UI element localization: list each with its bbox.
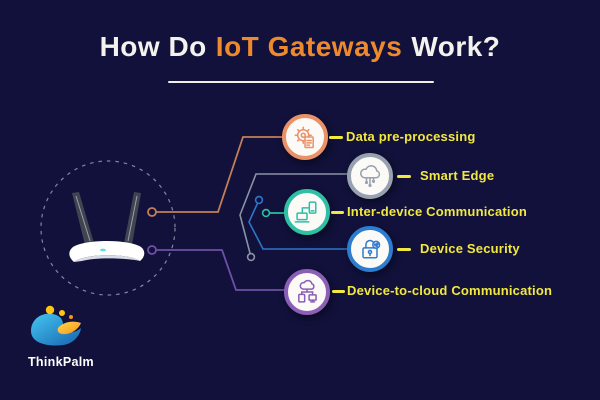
label-dash — [397, 175, 411, 178]
item-label-device-security: Device Security — [420, 241, 520, 256]
title-highlight: IoT Gateways — [215, 31, 403, 62]
item-node-smart-edge — [347, 153, 393, 199]
router-port-ring-bottom — [147, 245, 157, 255]
router-led — [100, 248, 106, 252]
item-label-smart-edge: Smart Edge — [420, 168, 495, 183]
wire-smart-edge — [239, 173, 368, 258]
wire-device-security — [248, 199, 368, 250]
dashed-orbit-circle — [40, 160, 176, 296]
label-dash — [329, 136, 343, 139]
gear-document-icon — [294, 126, 314, 149]
blue-node-ring — [254, 195, 264, 205]
label-dash — [331, 211, 344, 214]
iot-gateway-router-illustration — [69, 192, 145, 262]
item-node-inter-device — [284, 189, 330, 235]
title-suffix: Work? — [411, 31, 501, 62]
thinkpalm-logo: ThinkPalm — [25, 304, 115, 369]
thinkpalm-palm-wave-icon — [31, 305, 81, 346]
item-node-device-security — [347, 226, 393, 272]
item-label-data-preprocessing: Data pre-processing — [346, 129, 476, 144]
teal-node-ring — [261, 208, 271, 218]
item-node-device-to-cloud — [284, 269, 330, 315]
gray-node-ring — [246, 252, 256, 262]
devices-sync-icon — [294, 201, 317, 223]
label-dash — [397, 248, 411, 251]
smart-cloud-icon — [360, 165, 381, 188]
item-label-device-to-cloud: Device-to-cloud Communication — [347, 283, 553, 298]
title-prefix: How Do — [99, 31, 207, 62]
router-body — [69, 241, 145, 262]
padlock-icon — [362, 239, 381, 259]
page-title: How Do IoT Gateways Work? — [0, 31, 600, 63]
title-underline — [168, 81, 434, 83]
router-port-ring-top — [147, 207, 157, 217]
wire-device-to-cloud — [152, 249, 303, 291]
wire-data-preprocessing — [152, 136, 300, 213]
item-label-inter-device: Inter-device Communication — [347, 204, 528, 219]
cloud-network-icon — [298, 279, 317, 303]
item-node-data-preprocessing — [282, 114, 328, 160]
label-dash — [332, 290, 345, 293]
thinkpalm-logo-text: ThinkPalm — [28, 355, 94, 369]
